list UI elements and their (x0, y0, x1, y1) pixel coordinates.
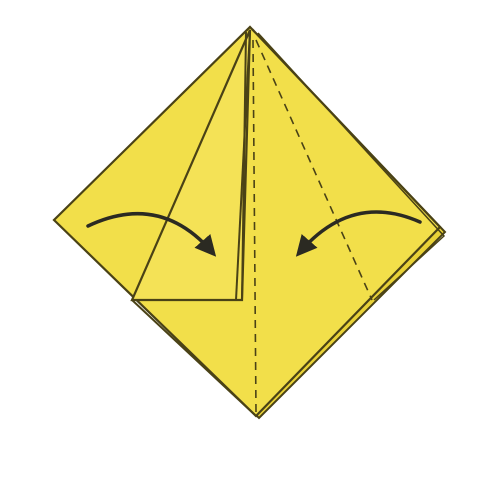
diagram-canvas (0, 0, 482, 477)
origami-diagram (0, 0, 482, 477)
